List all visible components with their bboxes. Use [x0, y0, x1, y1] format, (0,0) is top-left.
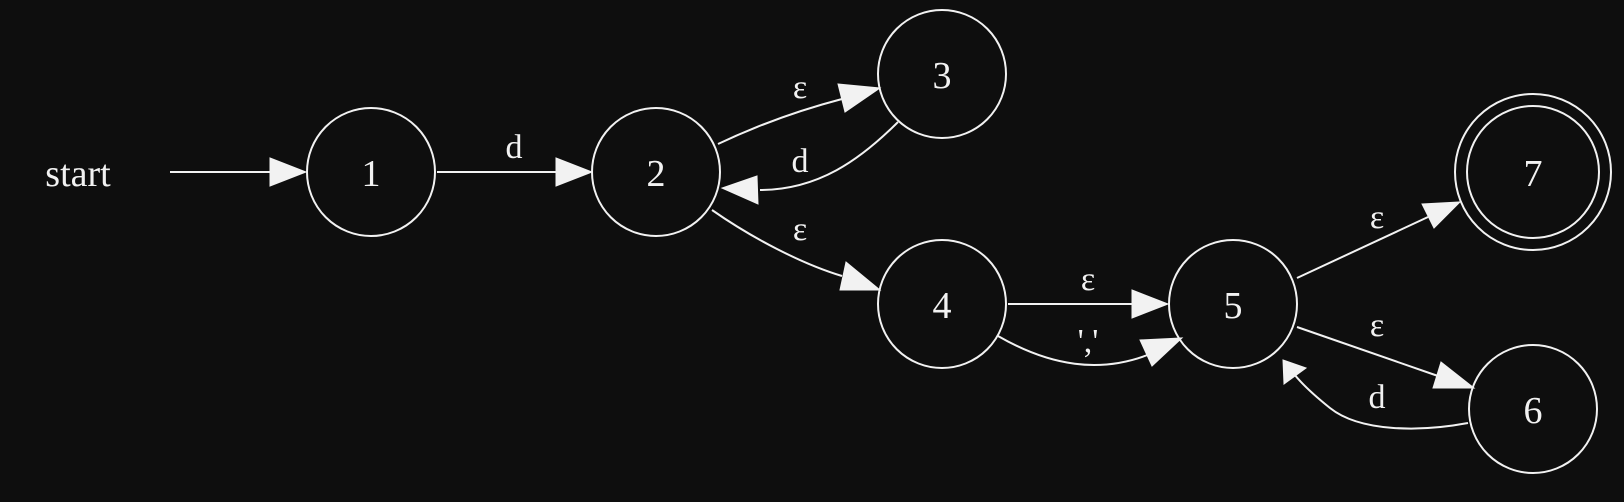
- transition-6-5-label: d: [1369, 379, 1386, 416]
- state-3: 3: [877, 9, 1007, 139]
- state-5: 5: [1168, 239, 1298, 369]
- transition-2-4: ε: [711, 209, 882, 291]
- transition-2-3: ε: [717, 69, 882, 145]
- transition-6-5: d: [1282, 359, 1469, 430]
- state-3-label: 3: [933, 55, 952, 97]
- state-2: 2: [591, 107, 721, 237]
- state-6: 6: [1468, 344, 1598, 474]
- state-1: 1: [306, 107, 436, 237]
- transition-4-5-comma: ',': [997, 323, 1184, 367]
- transition-1-2-label: d: [506, 129, 523, 166]
- transition-2-4-label: ε: [793, 211, 807, 248]
- transition-5-6-label: ε: [1370, 307, 1384, 344]
- transition-5-7-label: ε: [1370, 199, 1384, 236]
- state-7-label: 7: [1524, 153, 1543, 195]
- transition-4-5-comma-label: ',': [1078, 323, 1099, 360]
- state-1-label: 1: [362, 153, 381, 195]
- state-4-label: 4: [933, 285, 952, 327]
- transition-5-6: ε: [1296, 307, 1476, 389]
- state-7-accepting: 7: [1454, 93, 1612, 251]
- transition-4-5-epsilon: ε: [1008, 261, 1170, 319]
- state-2-label: 2: [647, 153, 666, 195]
- state-5-label: 5: [1224, 285, 1243, 327]
- transition-4-5-epsilon-label: ε: [1081, 261, 1095, 298]
- transition-5-7: ε: [1296, 199, 1462, 279]
- state-4: 4: [877, 239, 1007, 369]
- start-label: start: [45, 153, 111, 195]
- transition-3-2: d: [720, 121, 899, 205]
- transition-1-2: d: [437, 129, 594, 187]
- transition-2-3-label: ε: [793, 69, 807, 106]
- state-6-label: 6: [1524, 390, 1543, 432]
- start-arrow: [170, 157, 308, 187]
- transition-3-2-label: d: [792, 143, 809, 180]
